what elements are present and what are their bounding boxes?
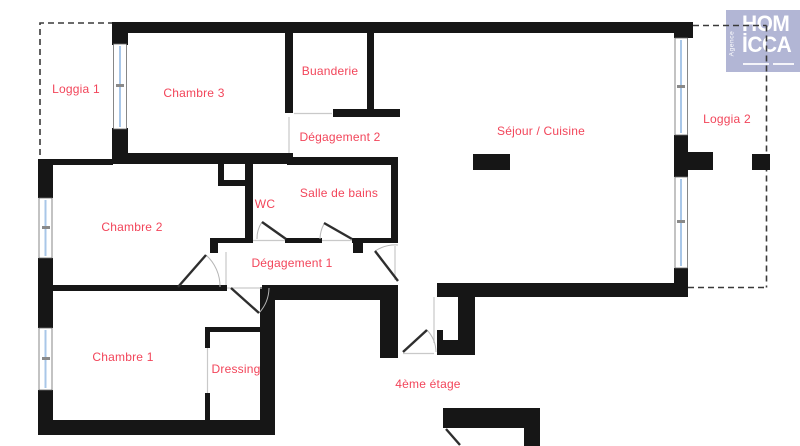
logo-line-1: HOM (742, 11, 790, 36)
room-label-degagement2: Dégagement 2 (299, 130, 381, 144)
room-label-sejour: Séjour / Cuisine (497, 124, 585, 138)
door-sejour (374, 244, 399, 282)
logo-tagline (743, 63, 795, 65)
room-label-degagement1: Dégagement 1 (251, 256, 333, 270)
room-label-buanderie: Buanderie (301, 64, 359, 78)
room-label-chambre3: Chambre 3 (163, 86, 225, 100)
room-label-chambre2: Chambre 2 (101, 220, 163, 234)
room-label-chambre1: Chambre 1 (92, 350, 154, 364)
room-label-loggia2: Loggia 2 (703, 112, 751, 126)
door-wc (256, 221, 287, 240)
room-label-loggia1: Loggia 1 (52, 82, 100, 96)
logo-line-2: İCCA (742, 32, 792, 57)
door-chambre1 (230, 287, 270, 314)
floor-label: 4ème étage (395, 377, 461, 391)
door-entry (402, 329, 437, 353)
door-chambre2 (177, 254, 221, 288)
room-label-dressing: Dressing (211, 362, 261, 376)
window-chambre1 (38, 327, 53, 391)
window-loggia1 (113, 43, 127, 130)
door-stairwell (445, 428, 461, 446)
walls (38, 22, 770, 446)
door-thresholds (206, 112, 435, 393)
room-label-salle-de-bains: Salle de bains (299, 186, 379, 200)
door-salle-de-bains (319, 221, 353, 241)
window-chambre2 (38, 197, 53, 259)
loggia1-outline (39, 22, 113, 155)
window-sejour-upper (674, 37, 688, 136)
window-sejour-lower (674, 176, 688, 269)
agency-logo: Agence HOM İCCA (726, 10, 800, 72)
room-label-wc: WC (254, 197, 276, 211)
